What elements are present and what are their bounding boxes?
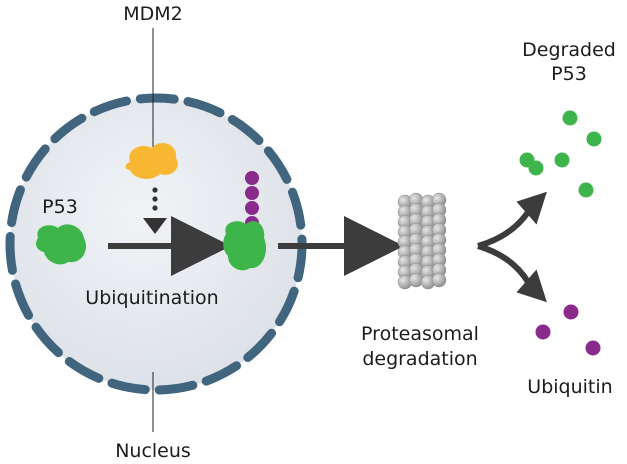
proteasome-icon [397,192,447,290]
degraded-p53-label-line2: P53 [551,63,587,85]
split-arrow-lower-branch [477,243,531,284]
free-ubiquitin [535,304,601,356]
degraded-p53-label-line1: Degraded [522,39,616,61]
nucleus-label: Nucleus [115,440,191,462]
mdm2-label: MDM2 [123,3,183,25]
p53-label: P53 [42,196,78,218]
mdm2-protein-shape [125,143,178,179]
p53-protein-shape [36,224,87,265]
degradation-split-arrow [477,191,547,303]
ubiquitin-label: Ubiquitin [527,376,612,398]
ubiquitination-label: Ubiquitination [85,287,218,309]
mdm2-binding-arrow [143,187,167,234]
split-arrow-upper-branch [477,210,531,249]
proteasomal-label-line1: Proteasomal [361,323,479,345]
proteasomal-label-line2: degradation [362,348,477,370]
ubiquitinated-p53-shape [223,221,267,271]
degraded-p53-fragments [519,110,602,198]
